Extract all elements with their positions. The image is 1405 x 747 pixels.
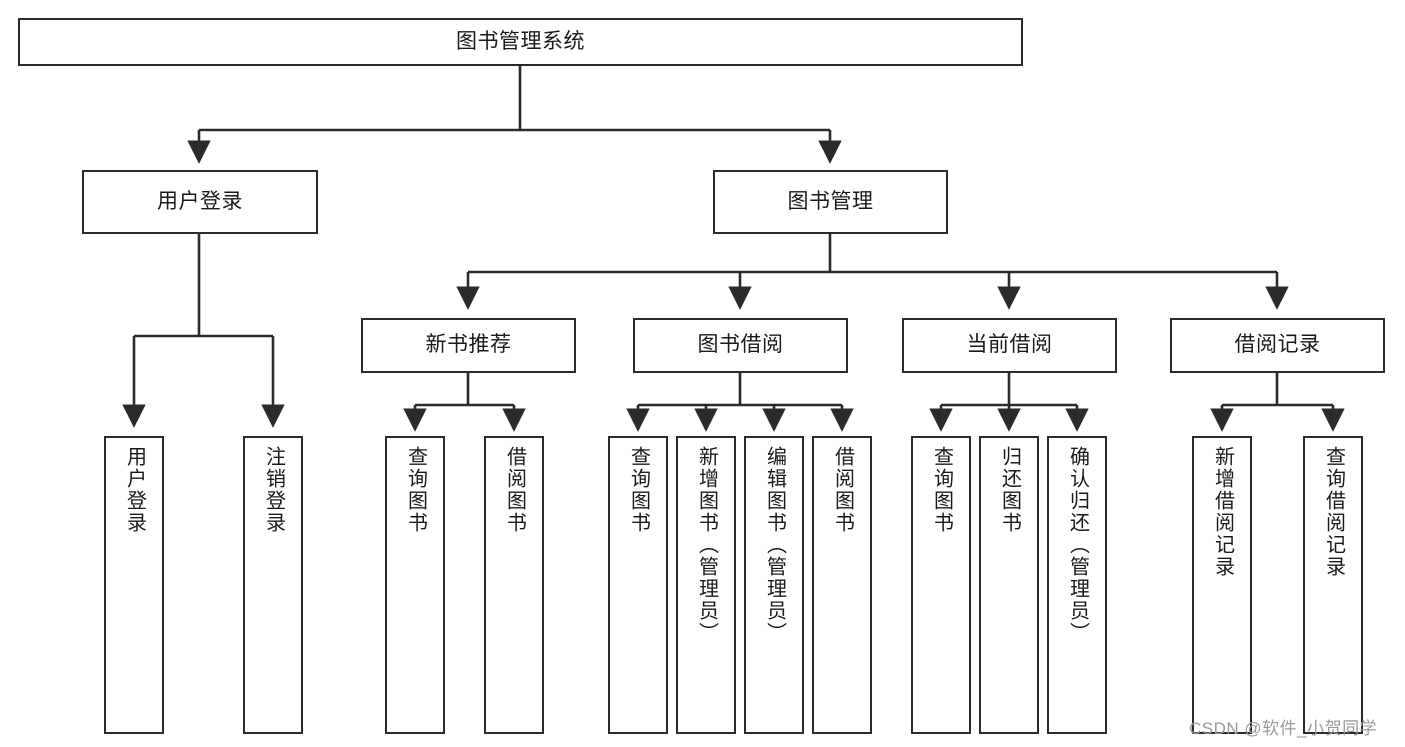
leaf-record-query[interactable]: 查询借阅记录 (1303, 436, 1363, 734)
node-label: 当前借阅 (966, 333, 1053, 357)
node-label: 图书管理系统 (456, 29, 585, 53)
node-label: 借阅记录 (1234, 333, 1321, 357)
node-label: 新书推荐 (425, 333, 512, 357)
node-label: 新增借阅记录 (1211, 446, 1234, 578)
leaf-new-book-query[interactable]: 查询图书 (385, 436, 445, 734)
leaf-record-add[interactable]: 新增借阅记录 (1192, 436, 1252, 734)
node-label: 借阅图书 (831, 446, 854, 534)
node-label: 查询图书 (930, 446, 953, 534)
node-label: 图书管理 (787, 189, 874, 213)
node-new-book-recommend[interactable]: 新书推荐 (361, 318, 576, 373)
leaf-user-login-signin[interactable]: 用户登录 (104, 436, 164, 734)
csdn-watermark: CSDN @软件_小贺同学 (1189, 719, 1378, 738)
node-label: 用户登录 (157, 189, 243, 213)
node-label: 确认归还（管理员） (1066, 446, 1089, 644)
leaf-borrow-add-book-admin[interactable]: 新增图书（管理员） (676, 436, 736, 734)
leaf-new-book-borrow[interactable]: 借阅图书 (484, 436, 544, 734)
node-root-system[interactable]: 图书管理系统 (18, 18, 1023, 66)
leaf-current-confirm-return-admin[interactable]: 确认归还（管理员） (1047, 436, 1107, 734)
node-label: 查询借阅记录 (1322, 446, 1345, 578)
node-book-borrow[interactable]: 图书借阅 (633, 318, 848, 373)
node-label: 注销登录 (262, 446, 285, 534)
node-borrow-record[interactable]: 借阅记录 (1170, 318, 1385, 373)
leaf-borrow-query-book[interactable]: 查询图书 (608, 436, 668, 734)
leaf-current-return-book[interactable]: 归还图书 (979, 436, 1039, 734)
node-user-login[interactable]: 用户登录 (82, 170, 318, 234)
node-label: 编辑图书（管理员） (763, 446, 786, 644)
node-label: 新增图书（管理员） (695, 446, 718, 644)
node-label: 图书借阅 (697, 333, 784, 357)
node-book-management[interactable]: 图书管理 (713, 170, 948, 234)
node-label: 借阅图书 (503, 446, 526, 534)
node-label: 查询图书 (627, 446, 650, 534)
leaf-borrow-edit-book-admin[interactable]: 编辑图书（管理员） (744, 436, 804, 734)
node-current-borrow[interactable]: 当前借阅 (902, 318, 1117, 373)
leaf-user-login-logout[interactable]: 注销登录 (243, 436, 303, 734)
node-label: 用户登录 (123, 446, 146, 534)
node-label: 归还图书 (998, 446, 1021, 534)
leaf-current-query-book[interactable]: 查询图书 (911, 436, 971, 734)
leaf-borrow-borrow-book[interactable]: 借阅图书 (812, 436, 872, 734)
node-label: 查询图书 (404, 446, 427, 534)
